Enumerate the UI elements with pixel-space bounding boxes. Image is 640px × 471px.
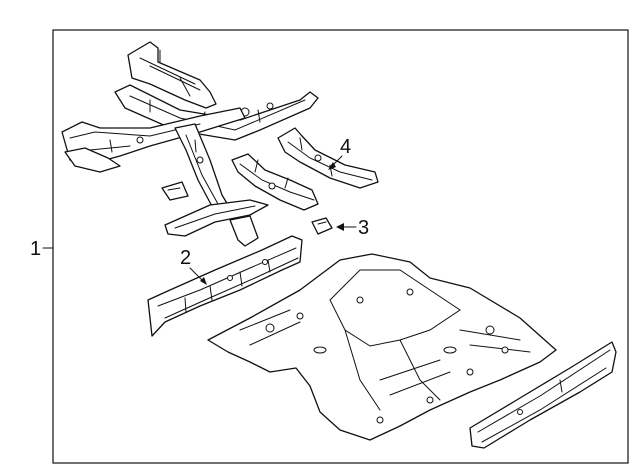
callout-3-label: 3 — [358, 217, 369, 239]
callout-2-label: 2 — [180, 247, 191, 269]
callout-1: 1 — [30, 238, 54, 260]
middle-crossmember — [231, 153, 319, 211]
floor-reinforcement-left: 2 — [147, 235, 303, 337]
callout-4: 4 — [328, 136, 351, 170]
small-bracket: 3 — [311, 217, 369, 239]
callout-3: 3 — [336, 217, 369, 239]
front-crossmember-assembly — [61, 41, 319, 247]
callout-1-label: 1 — [30, 238, 41, 260]
diagram-frame — [52, 29, 629, 464]
rear-crossmember: 4 — [277, 127, 379, 189]
callout-4-label: 4 — [340, 136, 351, 158]
callout-2: 2 — [180, 247, 207, 285]
floor-reinforcement-right — [469, 341, 617, 449]
floor-pan — [207, 253, 557, 441]
